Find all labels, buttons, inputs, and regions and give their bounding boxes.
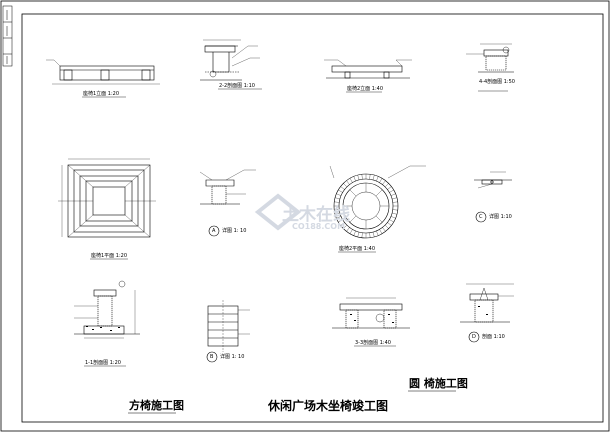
detail-marker-a-circle [208, 225, 220, 237]
round-bench-slat [353, 230, 356, 236]
round-bench-slat [336, 216, 342, 219]
round-bench-slat [392, 212, 397, 215]
detail-marker-a: A [212, 228, 216, 234]
round-bench-slat [346, 180, 350, 185]
detail-marker-c: C [479, 214, 483, 220]
round-bench-slat [376, 230, 379, 236]
detail-c-drawing [474, 171, 512, 189]
round-bench-slat [389, 219, 394, 223]
round-bench-leg-line [375, 215, 383, 223]
watermark-text: 土木在线 [282, 205, 350, 225]
watermark-logo [254, 193, 302, 231]
label-section-4-4: 4-4剖面图 1:50 [479, 79, 515, 85]
round-bench-slat [376, 176, 379, 182]
section-4-4-drawing [466, 43, 514, 73]
round-bench-slat [384, 183, 389, 188]
watermark-subtext: CO188.COM [292, 222, 346, 231]
title-round-bench: 圆 椅施工图 [409, 377, 468, 390]
round-bench-plan [329, 165, 426, 239]
section-3-3-drawing [332, 297, 410, 329]
round-bench-slat [335, 212, 340, 215]
round-bench-slat [369, 232, 371, 238]
round-bench-slat [334, 201, 340, 203]
round-bench-slat [387, 186, 392, 190]
section-1-1-drawing [74, 280, 140, 339]
round-bench-slat [340, 186, 345, 190]
round-bench-slat [390, 216, 396, 219]
title-main: 休闲广场木坐椅竣工图 [268, 399, 389, 413]
round-bench-slat [392, 209, 398, 211]
inner-frame [21, 13, 604, 423]
round-bench-slat [379, 229, 383, 234]
detail-marker-d-circle [468, 331, 480, 343]
round-bench-slat [392, 197, 397, 200]
round-bench-slat [382, 227, 386, 232]
ground-hatching [86, 306, 488, 331]
label-section-2-2: 2-2剖面图 1:10 [219, 83, 255, 89]
round-bench-slat [349, 178, 353, 183]
label-detail-c: 详图 1:10 [489, 214, 512, 220]
round-bench-slat [338, 219, 343, 223]
detail-b-drawing [207, 300, 250, 352]
label-section-1-1: 1-1剖面图 1:20 [85, 360, 121, 366]
round-bench-slat [379, 178, 383, 183]
round-bench-slat [343, 224, 348, 229]
label-square-plan: 座椅1平面 1:20 [91, 253, 127, 259]
label-detail-a: 详图 1: 10 [222, 228, 247, 234]
round-bench-elevation [324, 59, 412, 79]
round-bench-slat [349, 229, 353, 234]
view-title-underlines [82, 88, 508, 367]
round-bench-leg-line [349, 189, 357, 197]
round-bench-slat [353, 176, 356, 182]
round-bench-slat [335, 197, 340, 200]
round-bench-slat [336, 193, 342, 196]
label-detail-b: 详图 1: 10 [220, 354, 245, 360]
label-round-plan: 座椅2平面 1:40 [339, 246, 375, 252]
square-bench-elevation [46, 59, 160, 85]
round-bench-slat [361, 174, 363, 180]
round-bench-slat [334, 209, 340, 211]
round-bench-slat [340, 222, 345, 226]
round-bench-slat [338, 189, 343, 193]
round-bench-slat [357, 175, 360, 180]
round-bench-leg-line [375, 189, 383, 197]
label-square-elevation: 座椅1立面 1:20 [83, 91, 119, 97]
detail-marker-b-circle [206, 351, 218, 363]
round-bench-slat [346, 227, 350, 232]
label-round-elevation: 座椅2立面 1:40 [347, 86, 383, 92]
detail-marker-d: D [472, 334, 476, 340]
round-bench-slat [343, 183, 348, 188]
label-section-d: 剖面 1:10 [482, 334, 505, 340]
round-bench-slat [357, 232, 360, 237]
round-bench-slat [384, 224, 389, 229]
round-bench-slat [372, 232, 375, 237]
section-2-2-drawing [200, 39, 260, 81]
round-bench-slat [361, 232, 363, 238]
round-bench-slat [369, 174, 371, 180]
binding-title-strip [2, 5, 13, 67]
detail-marker-c-circle [475, 211, 487, 223]
label-section-3-3: 3-3剖面图 1:40 [355, 340, 391, 346]
round-bench-slat [389, 189, 394, 193]
round-bench-slat [390, 193, 396, 196]
square-bench-plan [58, 158, 156, 238]
round-bench-leg-line [349, 215, 357, 223]
detail-marker-b: B [210, 354, 214, 360]
title-square-bench: 方椅施工图 [129, 399, 184, 412]
round-bench-slat [372, 175, 375, 180]
detail-a-drawing [199, 169, 256, 205]
round-bench-slat [387, 222, 392, 226]
section-d-drawing [460, 283, 514, 323]
round-bench-slat [392, 201, 398, 203]
round-bench-slat [382, 180, 386, 185]
